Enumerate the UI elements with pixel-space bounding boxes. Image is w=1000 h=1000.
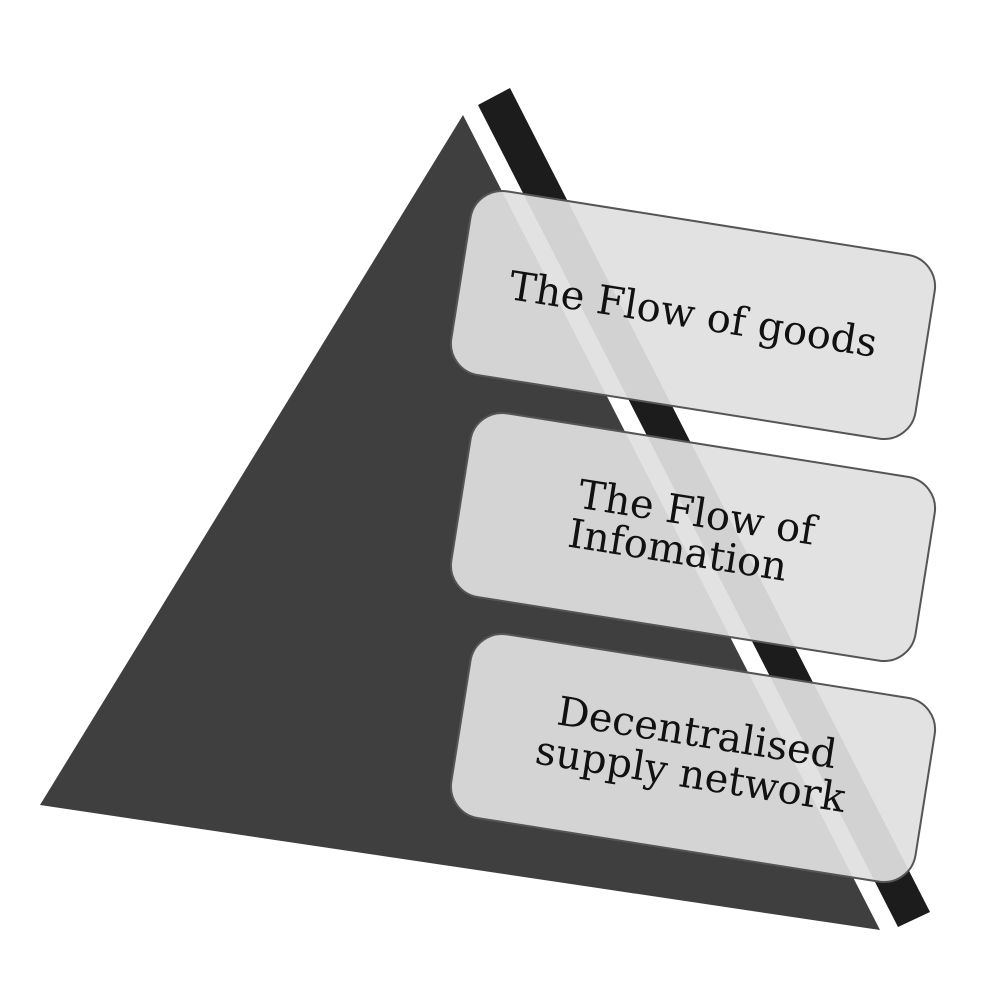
layer-box-network: Decentralised supply network xyxy=(449,632,937,884)
layer-box-information: The Flow of Infomation xyxy=(449,411,937,663)
layer-box-goods: The Flow of goods xyxy=(449,189,937,441)
